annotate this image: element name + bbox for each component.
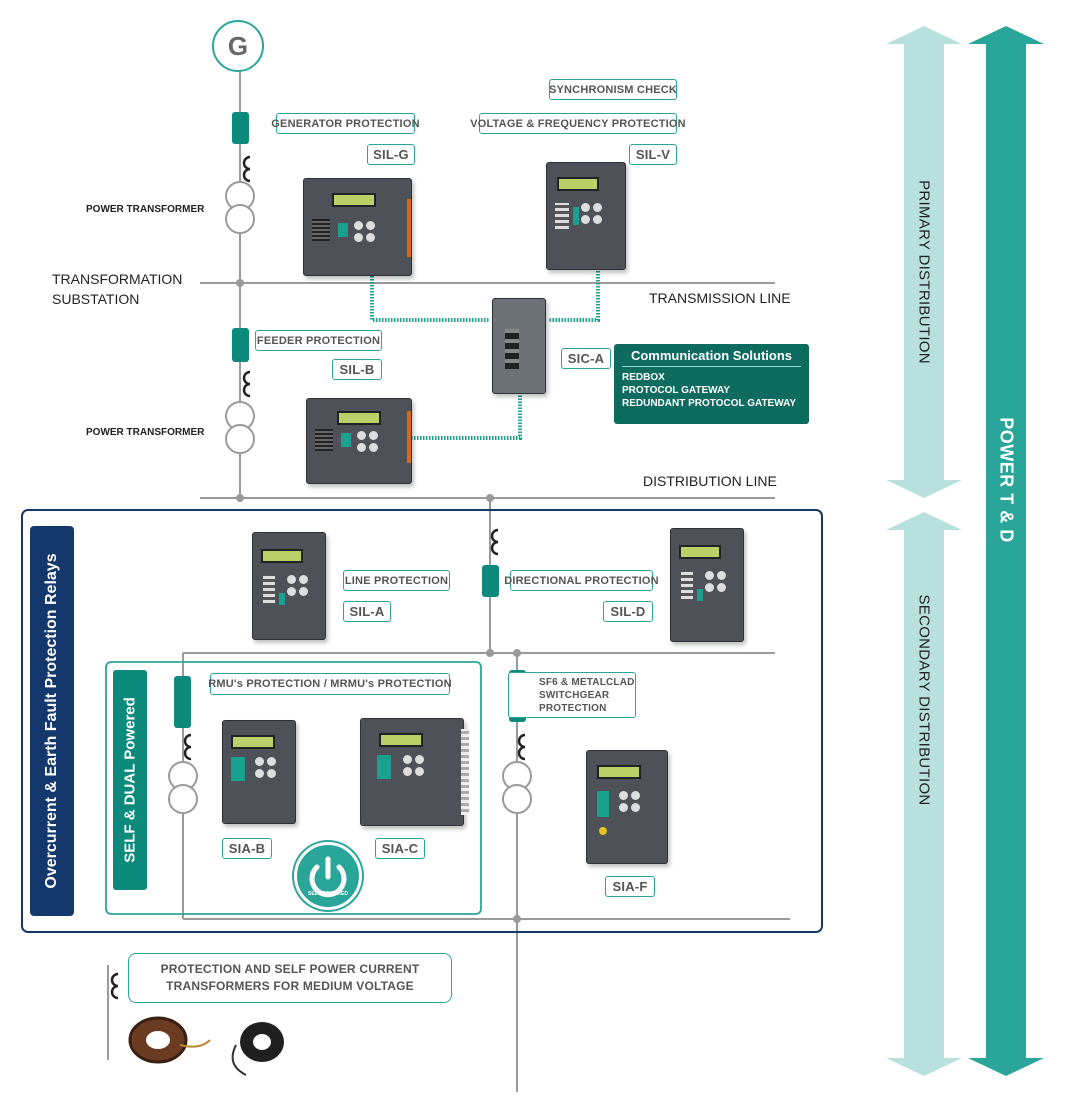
sf6-line1: SF6 & METALCLAD <box>539 676 635 688</box>
communication-solutions-box: Communication Solutions REDBOX PROTOCOL … <box>614 344 809 424</box>
transformation-line1: TRANSFORMATION <box>52 271 183 287</box>
sil-g-tag: SIL-G <box>367 144 415 165</box>
voltage-frequency-tag: VOLTAGE & FREQUENCY PROTECTION <box>470 113 686 134</box>
transformation-substation-label: TRANSFORMATION SUBSTATION <box>52 269 182 309</box>
directional-protection-tag: DIRECTIONAL PROTECTION <box>504 570 659 591</box>
transformation-line2: SUBSTATION <box>52 291 140 307</box>
relay-sia-b-image <box>222 720 296 824</box>
transmission-line-label: TRANSMISSION LINE <box>649 290 791 306</box>
secondary-area-frame <box>21 509 823 933</box>
sil-v-tag: SIL-V <box>629 144 677 165</box>
rmu-protection-tag: RMU's PROTECTION / MRMU's PROTECTION <box>208 673 452 695</box>
current-transformer-symbols <box>110 155 526 1000</box>
sia-c-tag: SIA-C <box>375 838 425 859</box>
communication-title: Communication Solutions <box>622 348 801 367</box>
transformer-symbols <box>168 181 532 814</box>
sic-a-tag: SIC-A <box>561 348 611 369</box>
relay-sil-g-image <box>303 178 412 276</box>
generator-symbol: G <box>212 20 264 72</box>
ct-line1: PROTECTION AND SELF POWER CURRENT <box>160 962 420 976</box>
sf6-line3: PROTECTION <box>539 702 607 714</box>
self-dual-label: SELF & DUAL Powered <box>121 697 139 863</box>
overcurrent-label-box: Overcurrent & Earth Fault Protection Rel… <box>30 526 74 916</box>
power-td-label: POWER T & D <box>996 417 1017 543</box>
sil-b-tag: SIL-B <box>332 359 382 380</box>
sf6-line2: SWITCHGEAR <box>539 689 610 701</box>
breaker-rmu <box>174 676 191 728</box>
secondary-arrow-shape <box>886 512 962 1076</box>
communication-item: REDBOX <box>622 372 665 383</box>
secondary-distribution-label: SECONDARY DISTRIBUTION <box>915 594 933 806</box>
power-icon <box>309 856 347 898</box>
line-protection-tag: LINE PROTECTION <box>343 570 450 591</box>
gateway-sic-a-image <box>492 298 546 394</box>
ct-line2: TRANSFORMERS FOR MEDIUM VOLTAGE <box>166 979 414 993</box>
relay-sil-d-image <box>670 528 744 642</box>
self-dual-label-box: SELF & DUAL Powered <box>113 670 147 890</box>
synchronism-check-tag: SYNCHRONISM CHECK <box>549 79 677 100</box>
generator-letter: G <box>227 30 249 61</box>
distribution-arrows <box>886 26 1044 1076</box>
sia-f-tag: SIA-F <box>605 876 655 897</box>
generator-protection-tag: GENERATOR PROTECTION <box>271 113 420 134</box>
self-powered-text: SELF POWERED <box>307 891 348 897</box>
sil-d-tag: SIL-D <box>603 601 653 622</box>
communication-links <box>370 258 600 440</box>
primary-arrow-shape <box>886 26 962 498</box>
relay-sil-b-image <box>306 398 412 484</box>
distribution-line-label: DISTRIBUTION LINE <box>643 473 777 489</box>
breaker-directional <box>482 565 499 597</box>
relay-sil-a-image <box>252 532 326 640</box>
ct-description-tag: PROTECTION AND SELF POWER CURRENT TRANSF… <box>128 953 452 1003</box>
relay-sia-c-image <box>360 718 469 826</box>
breaker-generator <box>232 112 249 144</box>
relay-sil-v-image <box>546 162 626 270</box>
communication-item: REDUNDANT PROTOCOL GATEWAY <box>622 398 797 409</box>
primary-distribution-label: PRIMARY DISTRIBUTION <box>915 180 933 364</box>
communication-item: PROTOCOL GATEWAY <box>622 385 730 396</box>
ct-ring-images <box>128 1016 284 1076</box>
overcurrent-label: Overcurrent & Earth Fault Protection Rel… <box>43 553 60 889</box>
relay-sia-f-image <box>586 750 668 864</box>
sia-b-tag: SIA-B <box>222 838 272 859</box>
sil-a-tag: SIL-A <box>343 601 391 622</box>
breaker-feeder <box>232 328 249 362</box>
self-dual-frame <box>105 661 482 915</box>
power-transformer-label: POWER TRANSFORMER <box>86 204 205 215</box>
sf6-protection-tag: SF6 & METALCLAD SWITCHGEAR PROTECTION <box>508 672 636 718</box>
power-td-arrow-shape <box>968 26 1044 1076</box>
self-powered-badge: SELF POWERED <box>294 842 362 910</box>
feeder-protection-tag: FEEDER PROTECTION <box>255 330 382 351</box>
power-transformer-label: POWER TRANSFORMER <box>86 427 205 438</box>
